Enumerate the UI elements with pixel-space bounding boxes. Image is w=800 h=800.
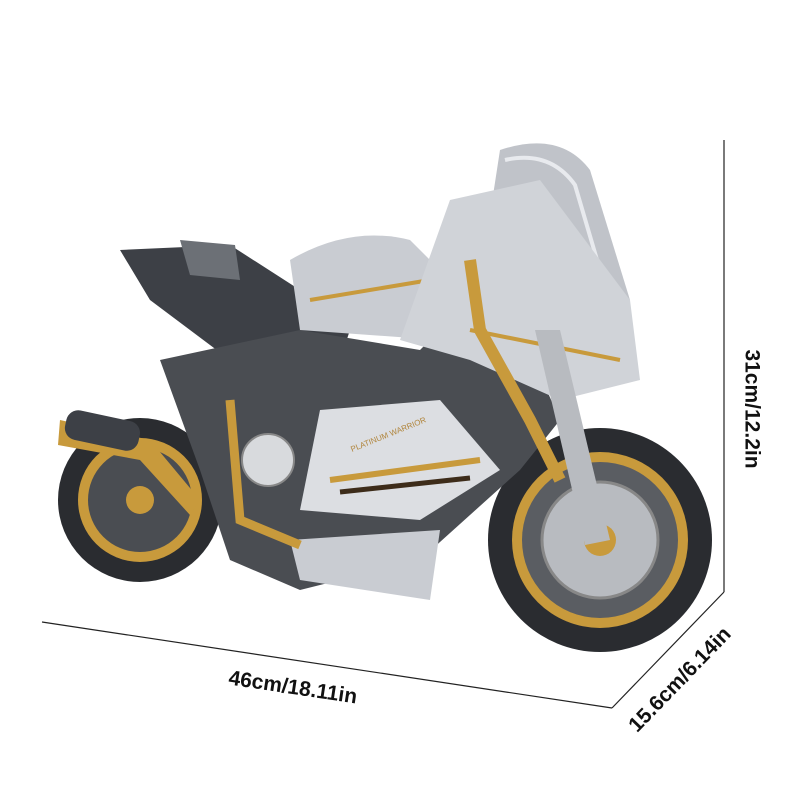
side-panel-gold-stripe <box>329 457 481 483</box>
windscreen-highlight <box>504 155 602 271</box>
belly-pan <box>290 530 440 600</box>
dimension-lines <box>41 140 725 709</box>
rear-hub <box>126 486 154 514</box>
front-fork <box>535 330 610 545</box>
exhaust-muffler <box>64 410 141 451</box>
seat <box>180 240 240 280</box>
gold-frame-tube-rear <box>225 399 302 550</box>
length-dimension-line <box>41 621 613 709</box>
front-fairing <box>400 180 640 400</box>
side-panel-dark-stripe <box>339 475 471 495</box>
engine-cover <box>241 433 295 487</box>
height-label: 31cm/12.2in <box>740 349 764 469</box>
gold-frame-tube-front <box>464 259 566 483</box>
rear-wheel <box>58 418 222 582</box>
width-dimension-line <box>611 591 725 709</box>
exhaust <box>58 410 200 515</box>
tank-stripe <box>309 278 431 302</box>
